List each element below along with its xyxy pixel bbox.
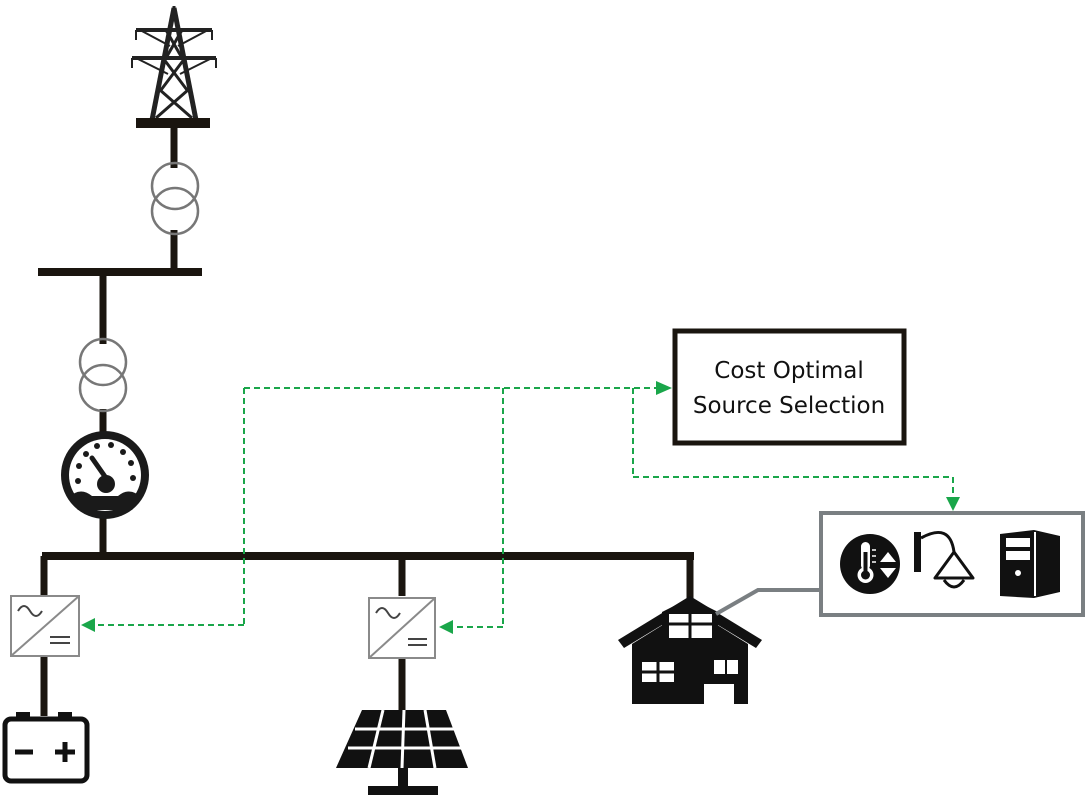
house-load-connector [715,588,820,616]
lamp-icon [914,530,975,589]
transmission-tower-icon [131,6,217,128]
power-lines [38,128,694,716]
arrow-to-battery-converter [81,618,95,632]
arrow-to-controller [656,381,672,395]
transformer-lower-icon [78,337,128,413]
thermostat-icon [840,534,900,594]
computer-icon [1000,530,1060,598]
transformer-upper-icon [150,161,200,236]
controller-box: Cost Optimal Source Selection [672,328,907,446]
controller-label-line2: Source Selection [693,393,885,419]
battery-converter-icon [10,595,80,657]
signal-arrowheads [81,381,960,634]
battery-icon [2,712,90,784]
smart-meter-icon [61,431,149,519]
arrow-to-pv-converter [439,620,453,634]
signal-lines [94,387,954,628]
solar-panel-icon [336,709,468,795]
controller-label-line1: Cost Optimal [714,358,863,384]
arrow-to-load-panel [946,497,960,511]
pv-converter-icon [368,597,436,659]
house-icon [618,596,762,704]
